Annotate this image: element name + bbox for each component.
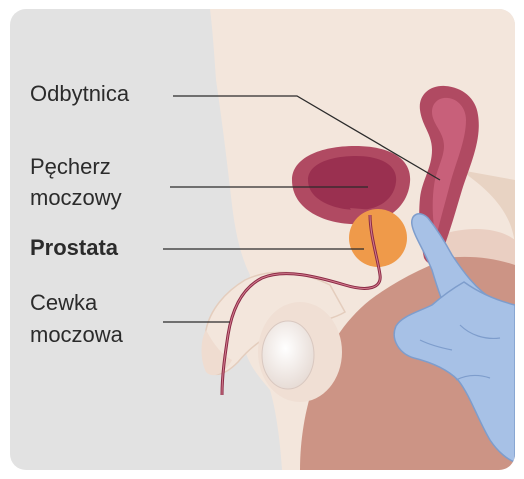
- label-bladder-line2: moczowy: [30, 184, 122, 212]
- label-rectum: Odbytnica: [30, 80, 129, 108]
- testis: [262, 321, 314, 389]
- label-urethra-line1: Cewka: [30, 289, 97, 317]
- label-urethra-line2: moczowa: [30, 321, 123, 349]
- label-prostate: Prostata: [30, 234, 118, 262]
- label-bladder-line1: Pęcherz: [30, 153, 111, 181]
